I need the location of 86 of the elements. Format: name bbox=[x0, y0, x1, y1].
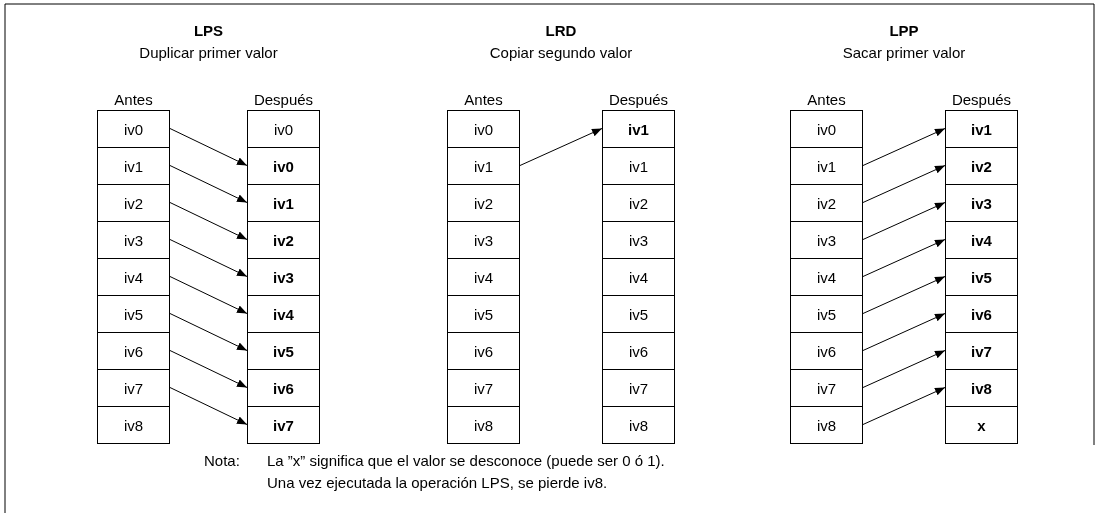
stack-cell: iv4 bbox=[945, 221, 1018, 259]
arrow bbox=[169, 128, 248, 166]
stack-cell: iv8 bbox=[945, 369, 1018, 407]
stack-cell: iv4 bbox=[247, 295, 320, 333]
arrow bbox=[862, 313, 946, 351]
stack-cell: iv5 bbox=[247, 332, 320, 370]
stack-cell: iv0 bbox=[447, 110, 520, 148]
panel-subtitle: Duplicar primer valor bbox=[139, 44, 278, 61]
arrow bbox=[862, 239, 946, 277]
panel-title: LPS bbox=[193, 22, 224, 39]
arrow bbox=[169, 350, 248, 388]
stack-cell: iv2 bbox=[97, 184, 170, 222]
arrow bbox=[862, 350, 946, 388]
arrow bbox=[169, 313, 248, 351]
arrow bbox=[862, 387, 946, 425]
panel-title: LPP bbox=[889, 22, 919, 39]
stack-cell: iv6 bbox=[247, 369, 320, 407]
stack-cell: iv2 bbox=[247, 221, 320, 259]
arrow bbox=[169, 202, 248, 240]
column-heading: Después bbox=[253, 91, 314, 108]
arrow bbox=[169, 165, 248, 203]
note-text: Una vez ejecutada la operación LPS, se pierde iv8. bbox=[267, 474, 608, 491]
stack-cell: iv8 bbox=[790, 406, 863, 444]
stack-cell: iv1 bbox=[447, 147, 520, 185]
stack-cell: iv5 bbox=[790, 295, 863, 333]
panel-title: LRD bbox=[545, 22, 577, 39]
stack-cell: x bbox=[945, 406, 1018, 444]
column-heading: Después bbox=[608, 91, 669, 108]
stack-cell: iv7 bbox=[97, 369, 170, 407]
stack-cell: iv1 bbox=[602, 110, 675, 148]
stack-cell: iv1 bbox=[247, 184, 320, 222]
stack-cell: iv4 bbox=[790, 258, 863, 296]
stack-cell: iv2 bbox=[447, 184, 520, 222]
column-heading: Después bbox=[951, 91, 1012, 108]
stack-cell: iv2 bbox=[790, 184, 863, 222]
arrow bbox=[862, 165, 946, 203]
stack-cell: iv3 bbox=[945, 184, 1018, 222]
arrow bbox=[862, 128, 946, 166]
stack-cell: iv3 bbox=[447, 221, 520, 259]
column-heading: Antes bbox=[464, 91, 503, 108]
stack-cell: iv3 bbox=[247, 258, 320, 296]
stack-cell: iv8 bbox=[97, 406, 170, 444]
stack-cell: iv1 bbox=[790, 147, 863, 185]
stack-cell: iv1 bbox=[97, 147, 170, 185]
stack-cell: iv5 bbox=[945, 258, 1018, 296]
stack-cell: iv8 bbox=[447, 406, 520, 444]
stack-cell: iv5 bbox=[447, 295, 520, 333]
stack-cell: iv7 bbox=[945, 332, 1018, 370]
stack-cell: iv0 bbox=[247, 147, 320, 185]
stack-cell: iv6 bbox=[447, 332, 520, 370]
stack-cell: iv8 bbox=[602, 406, 675, 444]
stack-cell: iv0 bbox=[247, 110, 320, 148]
stack-cell: iv3 bbox=[790, 221, 863, 259]
stack-cell: iv4 bbox=[97, 258, 170, 296]
column-heading: Antes bbox=[114, 91, 153, 108]
stack-cell: iv0 bbox=[790, 110, 863, 148]
stack-cell: iv6 bbox=[945, 295, 1018, 333]
stack-cell: iv6 bbox=[790, 332, 863, 370]
column-heading: Antes bbox=[807, 91, 846, 108]
arrow bbox=[519, 128, 603, 166]
stack-cell: iv4 bbox=[447, 258, 520, 296]
stack-cell: iv2 bbox=[602, 184, 675, 222]
stack-cell: iv5 bbox=[97, 295, 170, 333]
panel-subtitle: Copiar segundo valor bbox=[489, 44, 633, 61]
arrow bbox=[862, 202, 946, 240]
stack-cell: iv4 bbox=[602, 258, 675, 296]
note-text: La ”x” significa que el valor se desconoce (puede ser 0 ó 1). bbox=[267, 452, 665, 469]
stack-cell: iv3 bbox=[97, 221, 170, 259]
stack-cell: iv1 bbox=[602, 147, 675, 185]
note-heading: Nota: bbox=[204, 452, 240, 469]
stack-cell: iv0 bbox=[97, 110, 170, 148]
stack-cell: iv7 bbox=[447, 369, 520, 407]
stack-cell: iv7 bbox=[247, 406, 320, 444]
stack-cell: iv6 bbox=[97, 332, 170, 370]
stack-cell: iv2 bbox=[945, 147, 1018, 185]
arrow bbox=[862, 276, 946, 314]
stack-cell: iv3 bbox=[602, 221, 675, 259]
stack-cell: iv7 bbox=[790, 369, 863, 407]
stack-cell: iv7 bbox=[602, 369, 675, 407]
arrow bbox=[169, 239, 248, 277]
panel-subtitle: Sacar primer valor bbox=[842, 44, 966, 61]
arrow bbox=[169, 276, 248, 314]
stack-cell: iv1 bbox=[945, 110, 1018, 148]
stack-cell: iv6 bbox=[602, 332, 675, 370]
stack-cell: iv5 bbox=[602, 295, 675, 333]
arrow bbox=[169, 387, 248, 425]
